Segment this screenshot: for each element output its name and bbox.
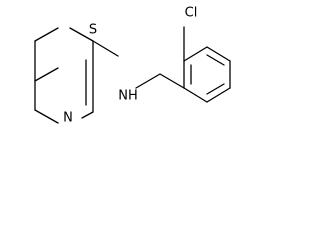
bond-b3-b4-inner bbox=[206, 54, 225, 66]
bond-nh-ch2 bbox=[135, 73, 161, 89]
thiazine-ring bbox=[34, 27, 94, 124]
benzene-ring bbox=[183, 26, 231, 103]
amine-label: NH bbox=[118, 89, 138, 104]
bond-n3-c4 bbox=[81, 111, 94, 119]
bond-s-c6-upper bbox=[34, 27, 59, 42]
bond-s-c2 bbox=[69, 27, 94, 42]
bond-b5-b6-inner bbox=[206, 83, 225, 95]
bond-c2-nh bbox=[92, 40, 119, 57]
linker bbox=[92, 40, 185, 89]
bond-b3-b4 bbox=[206, 46, 231, 62]
chlorine-label: Cl bbox=[185, 6, 198, 21]
sulfur-label: S bbox=[89, 23, 97, 38]
bond-b2-b3 bbox=[183, 46, 208, 62]
bond-c6-s bbox=[34, 67, 59, 82]
bond-b6-b1 bbox=[183, 87, 208, 103]
bond-ch2-ring bbox=[159, 73, 185, 89]
ring-nitrogen-label: N bbox=[63, 111, 73, 126]
bond-c4-c5 bbox=[34, 109, 59, 124]
bond-b5-b6 bbox=[206, 87, 231, 103]
structure-diagram: Cl S NH N bbox=[34, 6, 231, 126]
